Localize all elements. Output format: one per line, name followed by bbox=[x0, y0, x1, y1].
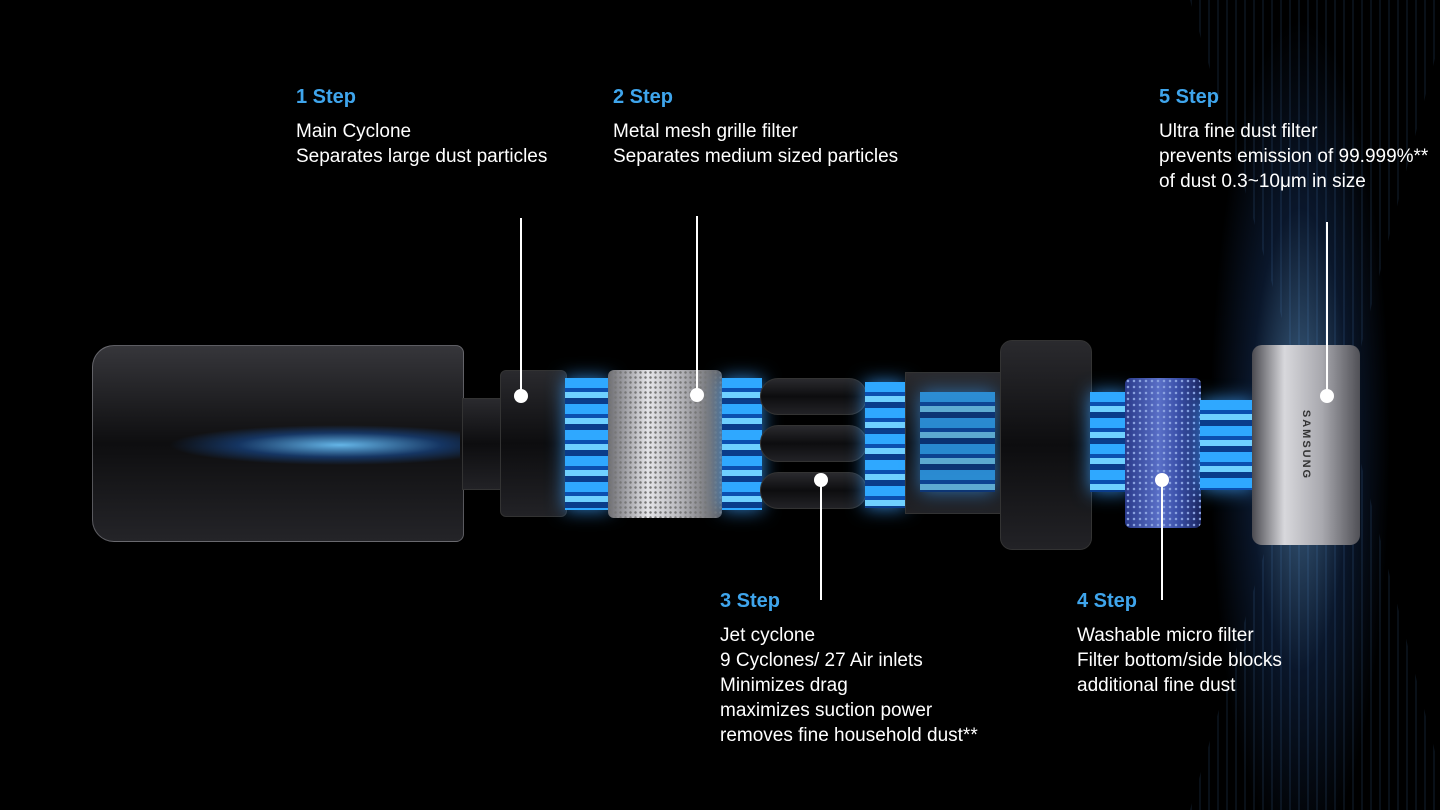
main-cyclone-ring bbox=[500, 370, 567, 517]
callout-dot-step-4 bbox=[1155, 473, 1169, 487]
airflow-segment bbox=[722, 378, 762, 510]
bin-airflow bbox=[140, 420, 460, 470]
callout-line-step-4 bbox=[1161, 480, 1163, 600]
callout-dot-step-5 bbox=[1320, 389, 1334, 403]
callout-line-step-5 bbox=[1326, 222, 1328, 396]
step-text: Washable micro filter bbox=[1077, 625, 1254, 646]
step-text: prevents emission of 99.999%** bbox=[1159, 146, 1429, 167]
bin-connector bbox=[462, 398, 504, 490]
samsung-logo: SAMSUNG bbox=[1299, 409, 1312, 481]
callout-step-5: 5 Step Ultra fine dust filter prevents e… bbox=[1159, 85, 1428, 194]
step-text: maximizes suction power bbox=[720, 700, 933, 721]
step-text: Main Cyclone bbox=[296, 121, 412, 142]
step-label: 2 Step bbox=[613, 86, 674, 108]
callout-dot-step-1 bbox=[514, 389, 528, 403]
callout-line-step-3 bbox=[820, 480, 822, 600]
airflow-segment bbox=[865, 382, 905, 508]
step-label: 1 Step bbox=[296, 86, 357, 108]
airflow-segment bbox=[1090, 392, 1130, 492]
step-text: Minimizes drag bbox=[720, 675, 848, 696]
jet-cyclone bbox=[760, 425, 867, 462]
jet-cyclone bbox=[760, 378, 867, 415]
airflow-segment bbox=[920, 392, 995, 492]
step-text: Jet cyclone bbox=[720, 625, 816, 646]
airflow-segment bbox=[1200, 400, 1252, 490]
step-text: 9 Cyclones/ 27 Air inlets bbox=[720, 650, 923, 671]
step-text: Separates large dust particles bbox=[296, 146, 548, 167]
step-text: Ultra fine dust filter bbox=[1159, 121, 1318, 142]
callout-line-step-1 bbox=[520, 218, 522, 396]
step-text: Separates medium sized particles bbox=[613, 146, 899, 167]
callout-dot-step-2 bbox=[690, 388, 704, 402]
callout-step-2: 2 Step Metal mesh grille filter Separate… bbox=[613, 85, 898, 169]
callout-dot-step-3 bbox=[814, 473, 828, 487]
step-label: 4 Step bbox=[1077, 590, 1138, 612]
metal-mesh-filter bbox=[608, 370, 722, 518]
callout-step-3: 3 Step Jet cyclone 9 Cyclones/ 27 Air in… bbox=[720, 589, 978, 748]
washable-micro-filter bbox=[1125, 378, 1201, 528]
step-text: Filter bottom/side blocks bbox=[1077, 650, 1282, 671]
ultra-fine-dust-filter: SAMSUNG bbox=[1252, 345, 1360, 545]
callout-step-1: 1 Step Main Cyclone Separates large dust… bbox=[296, 85, 547, 169]
callout-step-4: 4 Step Washable micro filter Filter bott… bbox=[1077, 589, 1282, 698]
step-label: 5 Step bbox=[1159, 86, 1220, 108]
step-label: 3 Step bbox=[720, 590, 781, 612]
step-text: additional fine dust bbox=[1077, 675, 1236, 696]
step-text: removes fine household dust** bbox=[720, 725, 978, 746]
step-text: of dust 0.3~10μm in size bbox=[1159, 171, 1366, 192]
motor-housing bbox=[1000, 340, 1092, 550]
airflow-segment bbox=[565, 378, 610, 510]
step-text: Metal mesh grille filter bbox=[613, 121, 798, 142]
callout-line-step-2 bbox=[696, 216, 698, 395]
